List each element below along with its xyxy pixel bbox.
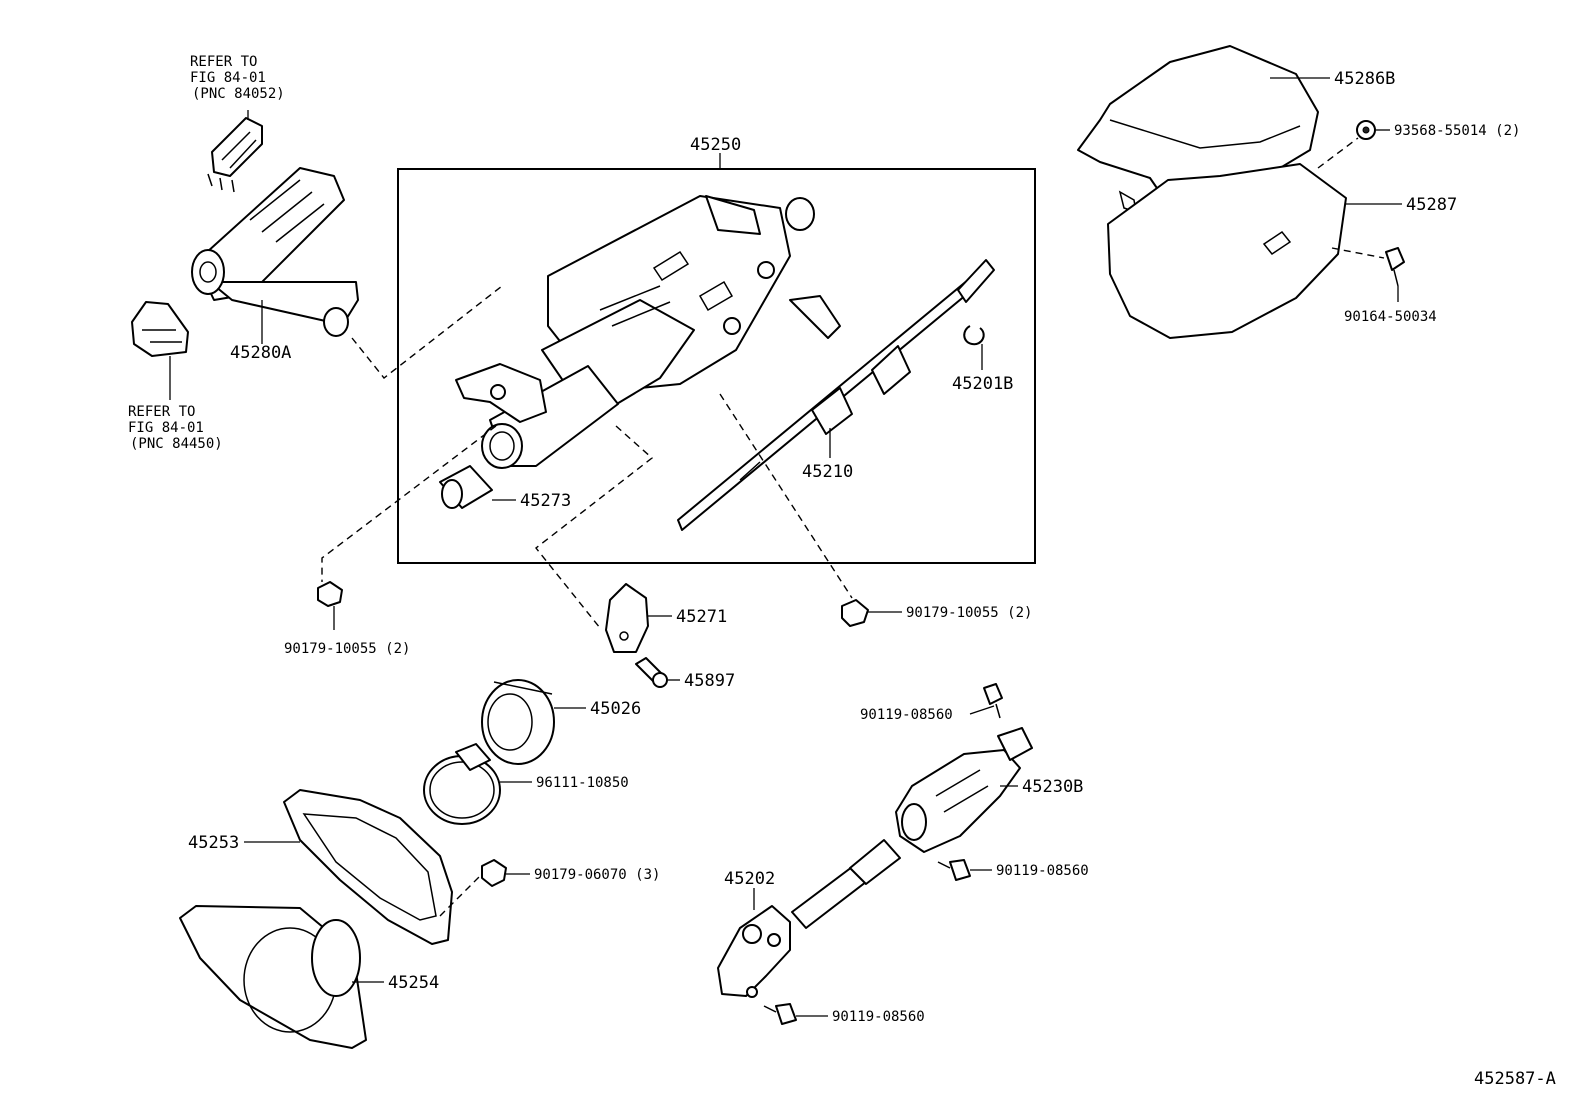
ref-84450-line3: (PNC 84450) — [130, 436, 223, 452]
label-45254[interactable]: 45254 — [388, 973, 439, 993]
part-90179-10055-nut-left[interactable] — [317, 581, 343, 607]
label-45210[interactable]: 45210 — [802, 462, 853, 482]
part-90179-10055-nut-right[interactable] — [841, 599, 869, 627]
part-block-84450[interactable] — [131, 301, 189, 357]
label-90179-right[interactable]: 90179-10055 (2) — [906, 605, 1032, 621]
part-connector-84052[interactable] — [207, 117, 263, 193]
label-45201B[interactable]: 45201B — [952, 374, 1013, 394]
label-45026[interactable]: 45026 — [590, 699, 641, 719]
label-90164[interactable]: 90164-50034 — [1344, 309, 1437, 325]
ref-84052-line3: (PNC 84052) — [192, 86, 285, 102]
dashed-link-45271 — [535, 425, 654, 629]
label-45253[interactable]: 45253 — [188, 833, 239, 853]
label-90179-left[interactable]: 90179-10055 (2) — [284, 641, 410, 657]
label-90119-bottom[interactable]: 90119-08560 — [832, 1009, 925, 1025]
label-45273[interactable]: 45273 — [520, 491, 571, 511]
dashed-link-90179-06070 — [439, 875, 481, 917]
label-90119-mid[interactable]: 90119-08560 — [996, 863, 1089, 879]
part-45026-boot[interactable] — [481, 679, 555, 765]
part-90164-screw[interactable] — [1385, 247, 1405, 287]
part-45202-lower-shaft[interactable] — [717, 839, 901, 998]
figure-id: 452587-A — [1474, 1069, 1556, 1089]
part-45280A-bracket[interactable] — [191, 167, 359, 337]
part-93568-screw[interactable] — [1356, 120, 1376, 140]
label-45280A[interactable]: 45280A — [230, 343, 291, 363]
part-45201B-snap-ring[interactable] — [963, 325, 985, 346]
part-45273-bushing[interactable] — [439, 465, 493, 509]
label-45287[interactable]: 45287 — [1406, 195, 1457, 215]
label-45897[interactable]: 45897 — [684, 671, 735, 691]
label-90179-06070[interactable]: 90179-06070 (3) — [534, 867, 660, 883]
part-45287-lower-cover[interactable] — [1107, 163, 1347, 339]
part-45210-main-shaft[interactable] — [677, 259, 995, 531]
part-96111-clamp-band[interactable] — [423, 743, 501, 825]
part-90119-bolt-mid[interactable] — [937, 859, 971, 881]
ref-84052-line1: REFER TO — [190, 54, 257, 70]
label-90119-top[interactable]: 90119-08560 — [860, 707, 953, 723]
part-steering-column-housing[interactable] — [455, 195, 841, 469]
part-45253-gasket[interactable] — [283, 789, 453, 945]
dashed-link-93568 — [1317, 137, 1359, 169]
ref-84450-line2: FIG 84-01 — [128, 420, 204, 436]
label-96111[interactable]: 96111-10850 — [536, 775, 629, 791]
label-93568[interactable]: 93568-55014 (2) — [1394, 123, 1520, 139]
part-45230B-joint[interactable] — [895, 727, 1033, 853]
ref-84450-line1: REFER TO — [128, 404, 195, 420]
label-45250[interactable]: 45250 — [690, 135, 741, 155]
label-45286B[interactable]: 45286B — [1334, 69, 1395, 89]
part-45271-bracket[interactable] — [605, 583, 649, 653]
part-45897-bolt[interactable] — [635, 657, 668, 688]
assembly-45250-frame — [397, 168, 1036, 564]
part-90119-bolt-top[interactable] — [983, 683, 1003, 719]
label-45230B[interactable]: 45230B — [1022, 777, 1083, 797]
dashed-link-nut-left — [321, 425, 497, 582]
label-45202[interactable]: 45202 — [724, 869, 775, 889]
dashed-link-90164 — [1331, 247, 1385, 259]
part-90119-bolt-bottom[interactable] — [763, 1003, 797, 1025]
dashed-link-nut-right — [719, 393, 853, 599]
part-45254-seal-plate[interactable] — [179, 905, 367, 1049]
ref-84052-line2: FIG 84-01 — [190, 70, 266, 86]
part-90179-06070-nut[interactable] — [481, 859, 507, 887]
leader-90119-top — [969, 705, 995, 715]
dashed-link-45280A — [351, 285, 503, 379]
label-45271[interactable]: 45271 — [676, 607, 727, 627]
